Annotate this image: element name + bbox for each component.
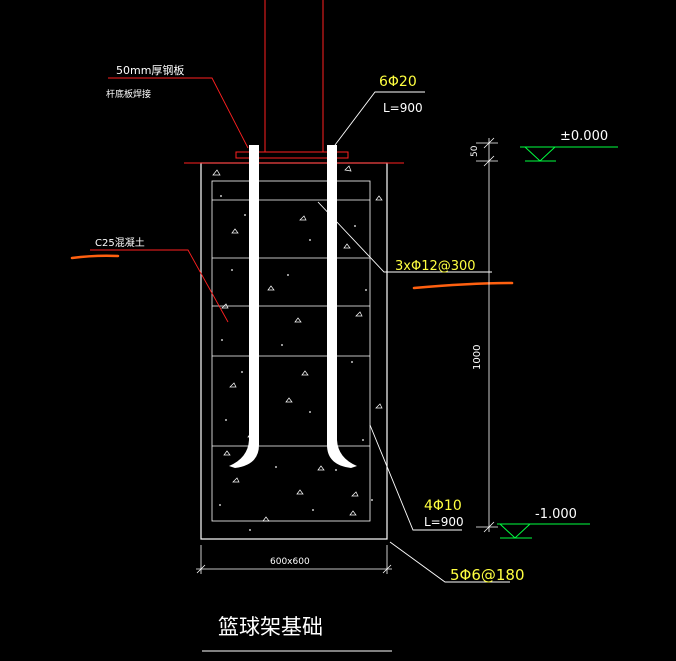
- red-leaders: [90, 77, 249, 323]
- top-dimension-text: 50: [470, 145, 480, 157]
- stirrups-label: 5Φ6@180: [450, 566, 525, 584]
- vertical-dimension: [476, 137, 498, 533]
- highlight-marks: [70, 254, 514, 290]
- anchor-bolts: [229, 145, 357, 468]
- depth-dimension-text: 1000: [472, 345, 483, 370]
- elevation-marker-top: [520, 146, 618, 162]
- hoop-lines: [212, 199, 370, 447]
- rebar-cage-outline: [211, 180, 371, 522]
- horizontal-dimension: [196, 545, 392, 574]
- hoops-upper-label: 3xΦ12@300: [395, 259, 476, 274]
- concrete-hatch: [212, 165, 383, 522]
- white-leaders: [317, 91, 510, 583]
- concrete-label: C25混凝土: [95, 236, 145, 249]
- weld-label: 杆底板焊接: [106, 88, 151, 100]
- concrete-dots: [219, 195, 373, 531]
- steel-post: [235, 0, 349, 159]
- anchor-length-label: L=900: [383, 101, 423, 115]
- plate-label: 50mm厚钢板: [116, 63, 184, 77]
- width-dimension-text: 600x600: [270, 557, 310, 567]
- drawing-title: 篮球架基础: [218, 615, 323, 639]
- anchor-bars-label: 6Φ20: [379, 74, 417, 90]
- elevation-marker-bottom: [497, 523, 590, 539]
- vertical-length-label: L=900: [424, 515, 464, 529]
- vertical-bars-label: 4Φ10: [424, 498, 462, 514]
- elevation-bottom-text: -1.000: [535, 507, 577, 522]
- foundation-outline: [200, 162, 388, 540]
- elevation-top-text: ±0.000: [560, 129, 608, 144]
